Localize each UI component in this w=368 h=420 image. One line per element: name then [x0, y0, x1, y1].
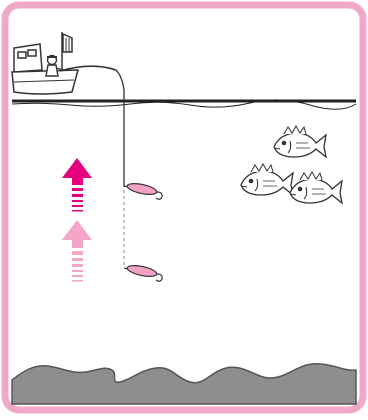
- diagram-frame: [5, 5, 363, 410]
